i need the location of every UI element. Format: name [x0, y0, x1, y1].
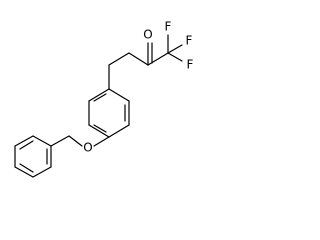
benzyl-ring [14, 135, 52, 178]
bond-ch2-ch2 [108, 52, 130, 66]
fluorine-right-upper-label: F [186, 34, 193, 48]
double-bond-inner [19, 140, 34, 150]
bond-ether-oxygen-ring [93, 136, 110, 147]
bond [32, 166, 52, 178]
bond [14, 135, 34, 147]
carbonyl-oxygen-label: O [143, 28, 152, 42]
bond [32, 135, 52, 147]
double-bond-inner [93, 124, 107, 133]
bond-ch2-carbonyl [128, 52, 149, 66]
bond-ch2-ether-oxygen [68, 135, 83, 147]
bond [88, 88, 110, 102]
bond [88, 124, 110, 138]
bond [108, 124, 130, 138]
bond [108, 88, 130, 102]
double-bond-inner [19, 163, 34, 173]
double-bond-inner [93, 93, 107, 102]
bond-benzyl-ch2 [50, 135, 70, 147]
fluorine-top-label: F [165, 20, 172, 34]
ether-oxygen-label: O [83, 141, 92, 155]
bond-carbonyl-cf3 [147, 52, 169, 66]
phenylene-ring [88, 88, 130, 138]
bond-cf3-f-right-lower [167, 52, 183, 62]
molecule-structure-diagram: O O F F F [14, 20, 194, 178]
bond [14, 166, 34, 178]
bond-cf3-f-right-upper [167, 44, 183, 54]
fluorine-right-lower-label: F [187, 58, 194, 72]
